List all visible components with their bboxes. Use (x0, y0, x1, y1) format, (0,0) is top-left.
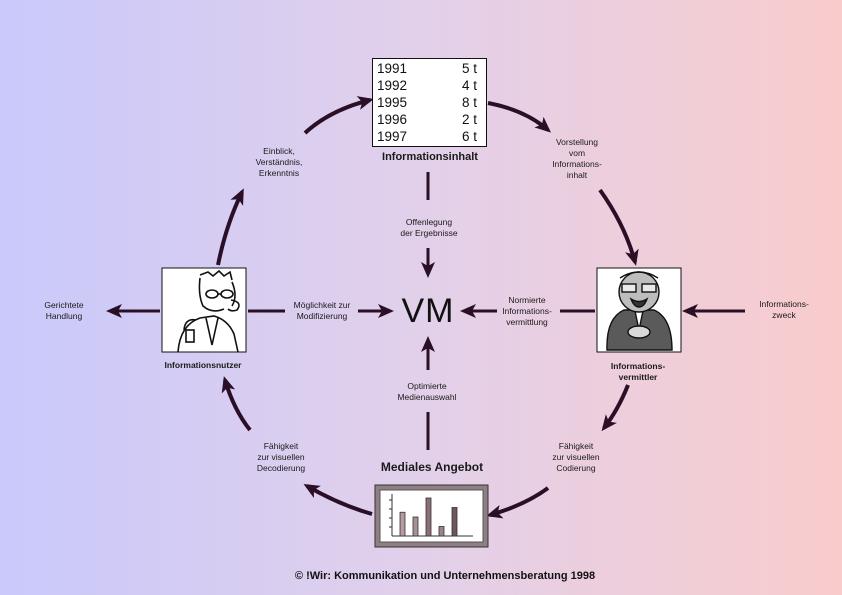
chart-bar (438, 526, 445, 537)
arrow-nutzer-to-inhalt-lower (216, 188, 244, 266)
title-informationsvermittler: Informations- vermittler (610, 361, 666, 382)
label-informationszweck: Informations- zweck (759, 299, 809, 320)
title-informationsnutzer: Informationsnutzer (164, 360, 242, 370)
table-year: 1996 (377, 112, 408, 127)
table-year: 1992 (377, 78, 408, 93)
table-year: 1995 (377, 95, 408, 110)
chart-axes (389, 494, 473, 537)
label-gerichtete-handlung: Gerichtete Handlung (44, 300, 84, 321)
label-codierung: Fähigkeit zur visuellen Codierung (552, 441, 600, 473)
label-optimierte: Optimierte Medienauswahl (397, 381, 457, 402)
arrow-nutzer-to-inhalt-upper (303, 96, 374, 135)
table-row: 1991 5 t (377, 61, 481, 78)
table-value: 5 t (461, 61, 477, 76)
title-mediales-angebot: Mediales Angebot (380, 460, 484, 474)
title-informationsinhalt: Informationsinhalt (382, 151, 478, 163)
chart-bar (412, 516, 419, 537)
label-normierte: Normierte Informations- vermittlung (502, 295, 552, 327)
table-value: 4 t (461, 78, 477, 93)
copyright-footer: © !Wir: Kommunikation und Unternehmensbe… (294, 570, 596, 582)
arrow-codierung-to-angebot (486, 486, 550, 519)
arrow-vermittler-to-codierung (601, 384, 630, 432)
center-vm-label: VM (401, 292, 455, 330)
table-value: 6 t (461, 129, 477, 144)
arrow-vorstellung-to-vermittler (598, 188, 639, 266)
table-row: 1996 2 t (377, 112, 481, 129)
label-einblick: Einblick, Verständnis, Erkenntnis (255, 146, 303, 178)
table-row: 1995 8 t (377, 95, 481, 112)
cycle-arrows (216, 96, 639, 519)
chart-bar (425, 497, 432, 537)
data-table: 1991 5 t 1992 4 t 1995 8 t 1996 2 t 1997… (372, 58, 487, 147)
chart-bar (399, 511, 406, 537)
arrow-inhalt-to-vorstellung (487, 101, 552, 133)
table-year: 1991 (377, 61, 408, 76)
table-year: 1997 (377, 129, 408, 144)
label-moeglichkeit: Möglichkeit zur Modifizierung (293, 300, 351, 321)
table-row: 1997 6 t (377, 129, 481, 146)
student-figure-icon (161, 267, 247, 353)
table-row: 1992 4 t (377, 78, 481, 95)
label-offenlegung: Offenlegung der Ergebnisse (400, 217, 458, 238)
table-value: 2 t (461, 112, 477, 127)
chart-bars (399, 497, 458, 537)
center-arrows (106, 172, 745, 450)
label-vorstellung: Vorstellung vom Informations- inhalt (552, 137, 602, 180)
arrow-decodierung-to-nutzer (221, 376, 252, 432)
chart-bar (451, 507, 458, 537)
bar-chart-icon (374, 484, 489, 548)
businessman-figure-icon (596, 267, 682, 353)
label-decodierung: Fähigkeit zur visuellen Decodierung (256, 441, 306, 473)
table-value: 8 t (461, 95, 477, 110)
arrow-angebot-to-decodierung (303, 484, 373, 516)
